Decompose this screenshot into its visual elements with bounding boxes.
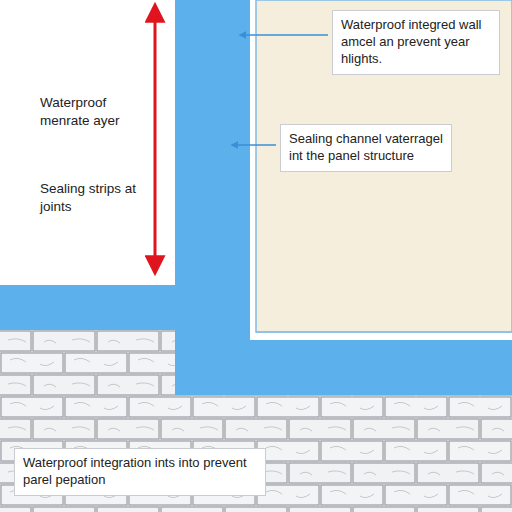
- annotation-label: Sealing strips at joints: [40, 180, 146, 216]
- annotation-label: Waterproof menrate ayer: [40, 94, 146, 130]
- callout-box: Sealing channel vaterragel int the panel…: [280, 124, 452, 172]
- callout-box: Waterproof integration ints into prevent…: [14, 448, 266, 496]
- leader-line: [232, 144, 276, 145]
- panel-edge: [250, 0, 512, 340]
- callout-text: Sealing channel vaterragel int the panel…: [289, 131, 443, 165]
- height-arrow: [154, 6, 157, 272]
- brick-wall: [0, 330, 512, 512]
- leader-line: [240, 34, 328, 35]
- membrane-base: [175, 340, 512, 395]
- panel-joint: [256, 332, 512, 333]
- callout-text: Waterproof integration ints into prevent…: [23, 455, 257, 489]
- callout-box: Waterproof integred wall amcel an preven…: [332, 10, 500, 75]
- wall-panel: [256, 0, 512, 332]
- callout-text: Waterproof integred wall amcel an preven…: [341, 17, 491, 68]
- membrane-band: [0, 285, 175, 330]
- membrane-vertical: [175, 0, 253, 395]
